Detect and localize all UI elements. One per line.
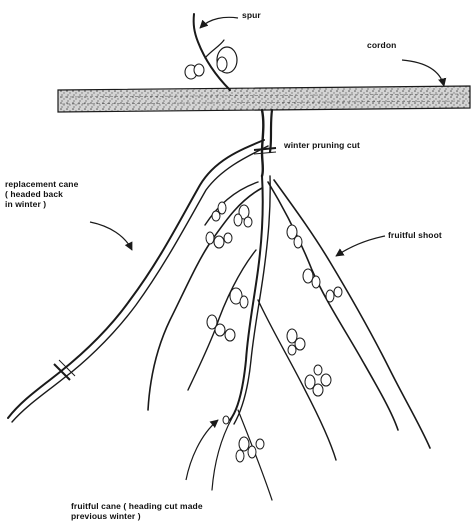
spur-label: spur [242, 11, 261, 21]
replacement-cane-label: replacement cane ( headed back in winter… [5, 180, 78, 209]
fruitful-cane-label: fruitful cane ( heading cut made previou… [71, 502, 203, 522]
fruitful-shoot-label: fruitful shoot [388, 231, 442, 241]
cordon-label: cordon [367, 41, 396, 51]
winter-pruning-cut-label: winter pruning cut [284, 141, 360, 151]
spur-shoot [185, 14, 237, 90]
cordon-trunk [58, 86, 470, 112]
